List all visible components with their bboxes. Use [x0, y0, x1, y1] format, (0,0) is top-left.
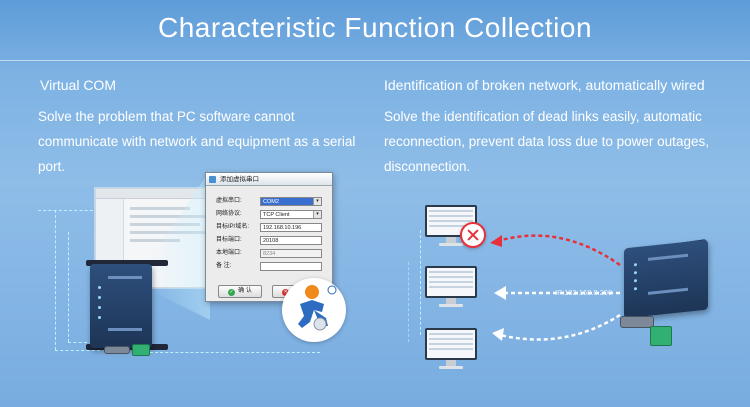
row-label: 备 注: — [216, 263, 232, 269]
page-title: Characteristic Function Collection — [157, 12, 593, 43]
arrow-head-icon — [494, 286, 506, 300]
disconnect-icon — [460, 222, 486, 248]
target-ip-input[interactable]: 192.168.10.196 — [260, 223, 322, 232]
pc-stand — [446, 298, 456, 305]
connection-line — [68, 232, 69, 342]
local-port-input[interactable]: 8234 — [260, 249, 322, 258]
pc-base — [439, 304, 463, 307]
device-led — [98, 296, 101, 299]
software-line — [130, 223, 200, 226]
pc-2 — [425, 266, 477, 310]
target-port-input[interactable]: 20108 — [260, 236, 322, 245]
protocol-value: TCP Client — [263, 212, 290, 218]
dialog-titlebar: 添加虚拟串口 — [206, 173, 332, 186]
check-icon: ✓ — [228, 289, 236, 296]
device-led — [634, 279, 637, 283]
device-ip-label: IP:192.168.0.200 — [555, 288, 613, 297]
pc-3 — [425, 328, 477, 372]
software-toolbar — [96, 189, 254, 199]
confirm-label: 确 认 — [238, 288, 252, 294]
db9-port — [620, 316, 654, 328]
row-label: 网络协议: — [216, 211, 242, 217]
serial-server-device — [624, 239, 708, 319]
usr-mascot-logo — [282, 278, 346, 342]
device-mount-ear — [86, 260, 168, 266]
mascot-icon — [298, 285, 337, 331]
device-led — [98, 316, 101, 319]
device-led — [634, 263, 637, 267]
row-label: 目标端口: — [216, 237, 242, 243]
pc-base — [439, 243, 463, 246]
connection-line — [420, 230, 421, 335]
software-line — [130, 207, 190, 210]
connection-line — [38, 210, 98, 211]
virtual-com-heading: Virtual COM — [40, 77, 116, 93]
device-label — [648, 253, 688, 261]
title-divider — [0, 60, 750, 61]
connection-line — [55, 210, 56, 350]
device-label — [108, 328, 142, 331]
remark-input[interactable] — [260, 262, 322, 271]
pc-screen — [425, 266, 477, 298]
confirm-button[interactable]: ✓确 认 — [218, 285, 262, 298]
software-line — [130, 215, 220, 218]
software-line — [130, 239, 180, 242]
connection-line — [68, 342, 98, 343]
reconnect-arrow — [499, 313, 621, 341]
protocol-select[interactable]: TCP Client ▾ — [260, 210, 322, 219]
connection-line — [55, 350, 100, 351]
pc-stand — [446, 237, 456, 244]
pc-base — [439, 366, 463, 369]
terminal-block — [650, 326, 672, 346]
device-label — [108, 276, 142, 279]
chevron-down-icon[interactable]: ▾ — [313, 211, 321, 218]
broken-network-description: Solve the identification of dead links e… — [384, 109, 709, 174]
terminal-block — [132, 344, 150, 356]
arrow-head-icon — [492, 328, 504, 341]
dialog-title: 添加虚拟串口 — [220, 176, 259, 183]
virtual-port-value: COM2 — [263, 199, 279, 205]
device-led — [634, 287, 637, 291]
row-label: 目标IP/域名: — [216, 224, 250, 230]
device-label — [648, 287, 688, 295]
broken-network-heading: Identification of broken network, automa… — [384, 77, 705, 93]
db9-port — [104, 346, 130, 354]
pc-screen — [425, 328, 477, 360]
broken-link-arrow — [497, 234, 621, 267]
pc-stand — [446, 360, 456, 367]
virtual-com-description: Solve the problem that PC software canno… — [38, 109, 356, 174]
row-label: 本地端口: — [216, 250, 242, 256]
app-icon — [209, 176, 216, 183]
virtual-port-select[interactable]: COM2 ▾ — [260, 197, 322, 206]
software-line — [130, 231, 210, 234]
add-virtual-port-dialog: 添加虚拟串口 虚拟串口: COM2 ▾ 网络协议: TCP Client ▾ 目标I… — [205, 172, 333, 302]
chevron-down-icon[interactable]: ▾ — [313, 198, 321, 205]
row-label: 虚拟串口: — [216, 198, 242, 204]
arrow-head-icon — [490, 235, 502, 247]
network-arrows — [490, 234, 621, 341]
connection-line — [408, 262, 409, 342]
device-led — [98, 286, 101, 289]
connection-line — [150, 352, 320, 353]
device-led — [98, 306, 101, 309]
serial-server-device — [90, 264, 152, 348]
device-led — [634, 271, 637, 275]
